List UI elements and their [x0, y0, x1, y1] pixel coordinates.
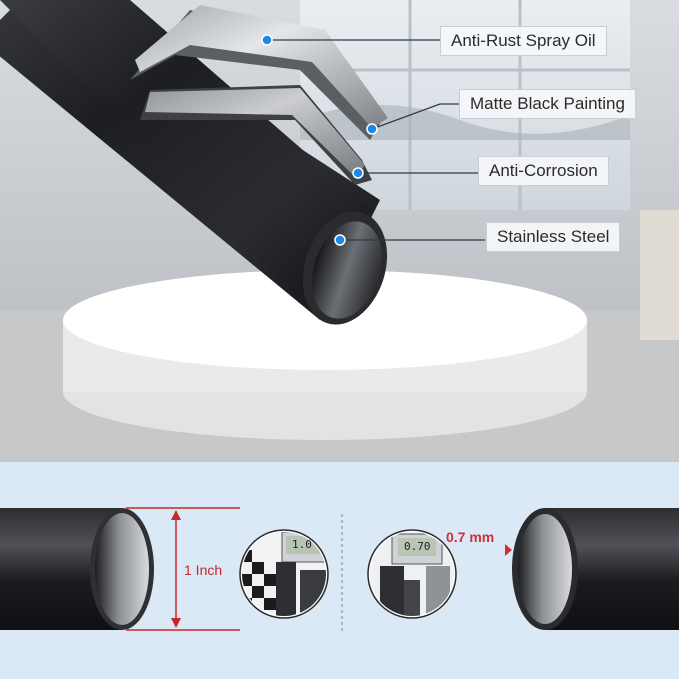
callout-dots [261, 34, 378, 246]
right-pipe-cross-section [512, 508, 679, 630]
diameter-label: 1 Inch [184, 562, 223, 578]
diagonal-pipe [0, 0, 388, 325]
layer-peel [130, 5, 388, 185]
label-stainless-steel: Stainless Steel [486, 222, 621, 252]
right-caliper-reading: 0.70 [404, 540, 431, 553]
left-pipe-cross-section [0, 508, 154, 630]
callout-lines [267, 39, 485, 241]
left-caliper-reading: 1.0 [292, 538, 312, 551]
thickness-arrow [505, 544, 512, 556]
right-caliper-inset [367, 529, 457, 619]
label-spray-oil: Anti-Rust Spray Oil [440, 26, 607, 56]
label-matte-black: Matte Black Painting [459, 89, 636, 119]
label-anti-corrosion: Anti-Corrosion [478, 156, 609, 186]
thickness-label: 0.7 mm [446, 529, 495, 545]
diameter-dimension [126, 507, 240, 631]
